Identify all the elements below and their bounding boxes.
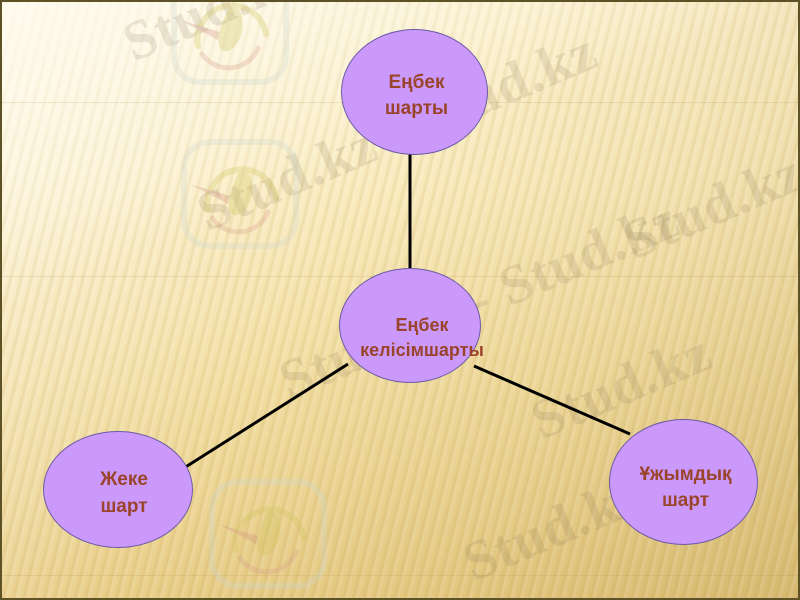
edge-center-left: [183, 362, 349, 470]
node-center-label: Еңбек келісімшарты: [360, 314, 484, 360]
hummingbird-logo: [172, 132, 312, 262]
node-top-ellipse[interactable]: Еңбек шарты: [341, 29, 488, 155]
node-top-label: Еңбек шарты: [384, 71, 449, 119]
node-bottom-right-label: Ұжымдық шарт: [639, 463, 732, 511]
node-bottom-left-ellipse[interactable]: Жеке шарт: [43, 431, 193, 548]
watermark-text: Stud.kz - Stud.kz: [270, 187, 689, 412]
hummingbird-logo: [200, 472, 340, 598]
background-hairline-bottom: [2, 575, 798, 576]
watermark-text: Stud.kz: [614, 141, 798, 272]
node-bottom-right-ellipse[interactable]: Ұжымдық шарт: [609, 419, 758, 545]
hummingbird-logo: [162, 2, 302, 98]
node-center-ellipse[interactable]: Еңбек келісімшарты: [339, 268, 484, 383]
node-bottom-left-label: Жеке шарт: [100, 469, 148, 517]
edge-center-right: [473, 364, 631, 436]
